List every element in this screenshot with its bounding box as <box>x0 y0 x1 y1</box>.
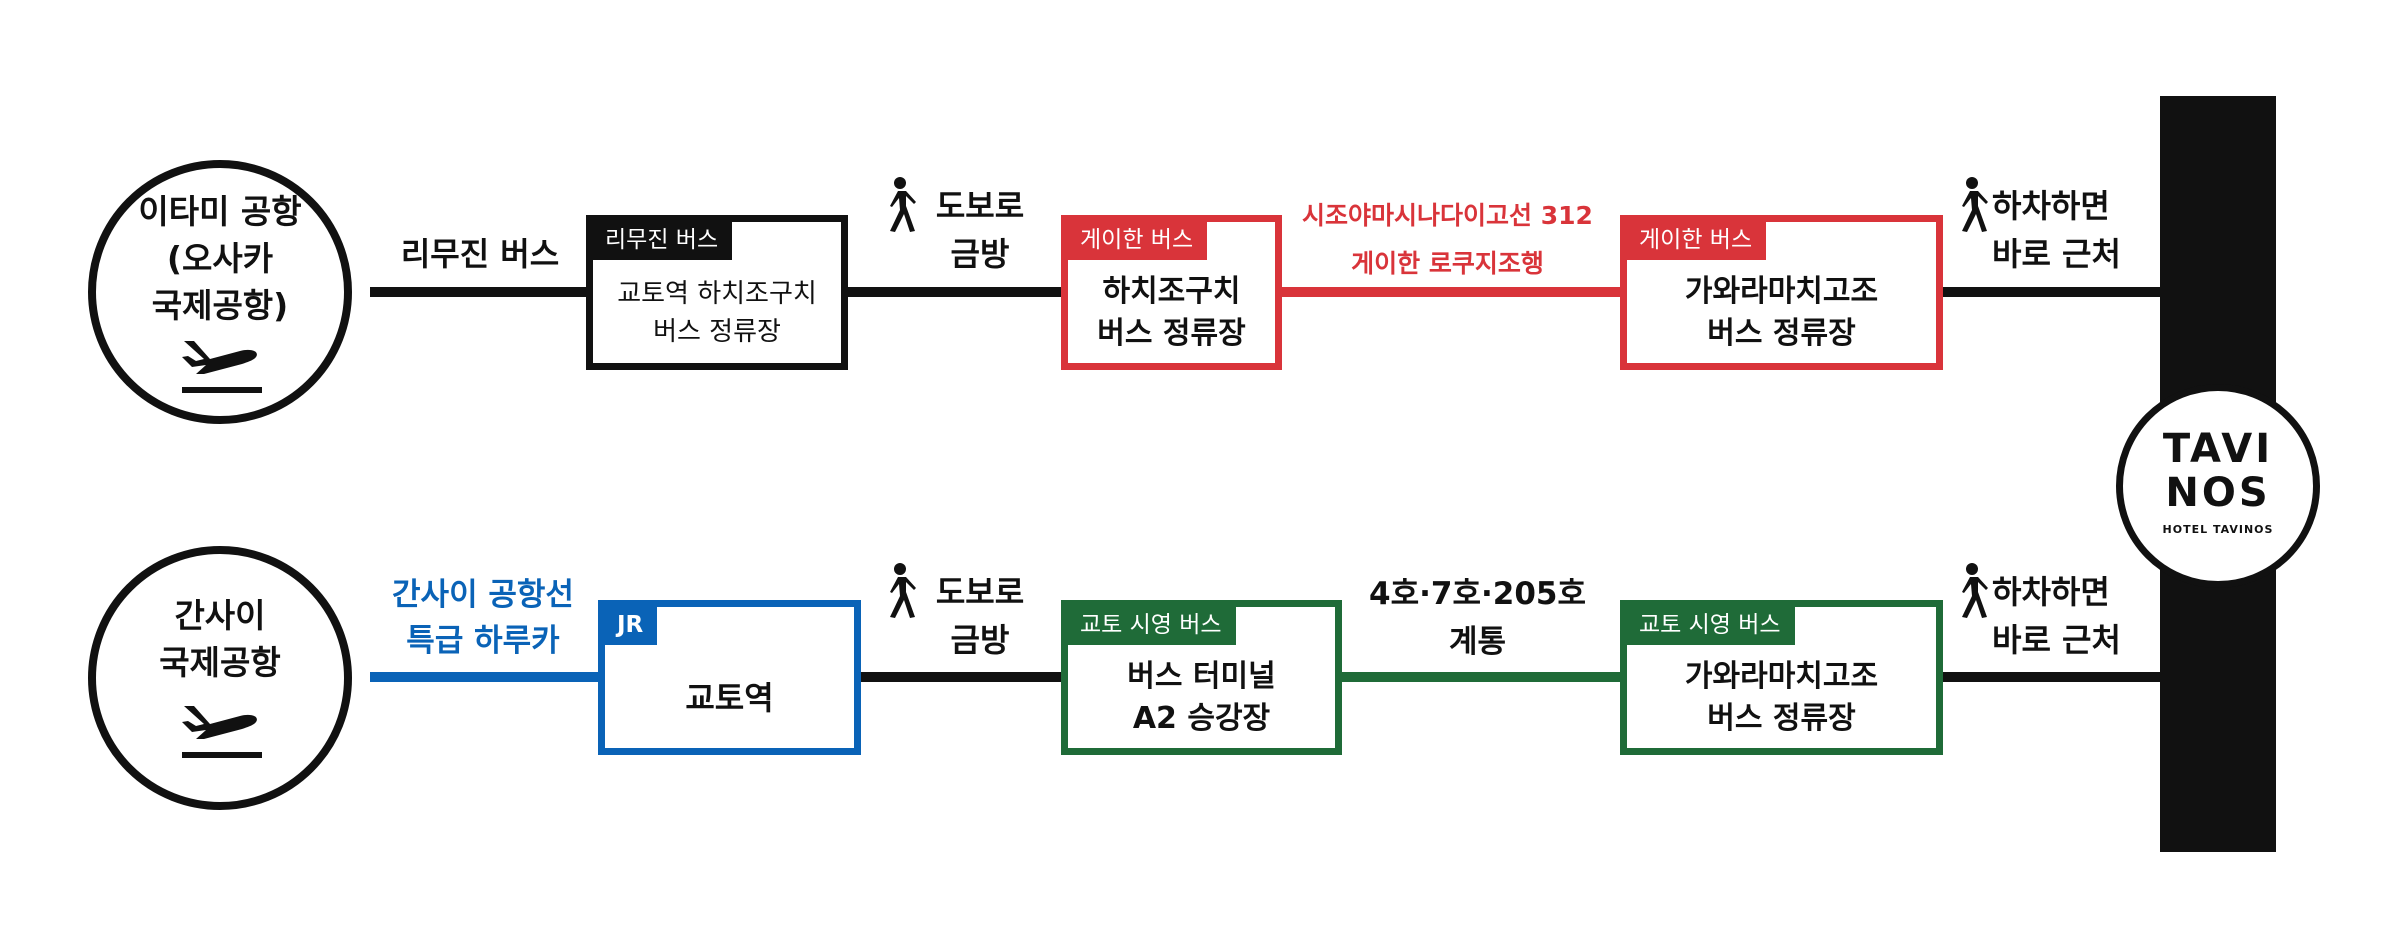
route1-seg2-label: 시조야마시나다이고선 312 게이한 로쿠지조행 <box>1302 201 1593 278</box>
route1-airport: 이타미 공항 (오사카 국제공항) <box>88 160 352 424</box>
route1-line-walk2 <box>1935 287 2165 297</box>
walking-person-icon <box>1962 177 1988 232</box>
hotel-logo-line2: NOS <box>2165 470 2271 516</box>
route1-stop3-name: 가와라마치고조 버스 정류장 <box>1684 273 1879 351</box>
route1-stop2-tag: 게이한 버스 <box>1068 222 1208 260</box>
route2-stop1-box: JR 교토역 <box>598 600 861 755</box>
hotel-logo-line1: TAVI <box>2162 426 2274 472</box>
walking-person-icon <box>1962 563 1988 618</box>
airplane-departure-icon <box>182 341 262 393</box>
route2-walk1-label: 도보로 금방 <box>935 573 1025 659</box>
hotel-tavinos-logo: TAVI NOS HOTEL TAVINOS <box>2116 384 2320 588</box>
route2-line-walk1 <box>855 672 1070 682</box>
route2-line-citybus <box>1330 672 1625 682</box>
route1-walk1-label: 도보로 금방 <box>935 187 1025 273</box>
route1-line-walk1 <box>840 287 1065 297</box>
route2-stop1-name: 교토역 <box>685 678 774 717</box>
route2-stop1-tag: JR <box>605 607 658 645</box>
route2-seg1-label: 간사이 공항선 특급 하루카 <box>392 577 574 659</box>
route2-stop2-tag: 교토 시영 버스 <box>1068 607 1236 645</box>
walking-person-icon <box>890 563 916 618</box>
route2-stop3-name: 가와라마치고조 버스 정류장 <box>1684 658 1879 736</box>
route2-airport: 간사이 국제공항 <box>88 546 352 810</box>
route2-stop2-box: 교토 시영 버스 버스 터미널 A2 승강장 <box>1061 600 1342 755</box>
route1-stop1-tag: 리무진 버스 <box>593 222 733 260</box>
airplane-departure-icon <box>182 706 262 758</box>
route1-line-keihan <box>1270 287 1625 297</box>
route1-seg1-label: 리무진 버스 <box>400 235 560 273</box>
route2-stop3-box: 교토 시영 버스 가와라마치고조 버스 정류장 <box>1620 600 1943 755</box>
walking-person-icon <box>890 177 916 232</box>
route2-stop2-name: 버스 터미널 A2 승강장 <box>1127 658 1276 736</box>
route2-stop3-tag: 교토 시영 버스 <box>1627 607 1795 645</box>
route2-line-haruka <box>370 672 610 682</box>
route1-stop1-name: 교토역 하치조구치 버스 정류장 <box>617 278 817 347</box>
route1-stop2-name: 하치조구치 버스 정류장 <box>1097 273 1246 351</box>
route1-airport-name: 이타미 공항 (오사카 국제공항) <box>138 192 302 325</box>
route2-airport-name: 간사이 국제공항 <box>159 596 281 682</box>
route1-stop1-box: 리무진 버스 교토역 하치조구치 버스 정류장 <box>586 215 848 370</box>
hotel-logo-sub: HOTEL TAVINOS <box>2162 523 2274 536</box>
route2-walk2-label: 하차하면 바로 근처 <box>1992 573 2121 659</box>
route1-stop3-box: 게이한 버스 가와라마치고조 버스 정류장 <box>1620 215 1943 370</box>
route1-walk2-label: 하차하면 바로 근처 <box>1992 187 2121 273</box>
route2-line-walk2 <box>1935 672 2165 682</box>
route2-seg2-label: 4호·7호·205호 계통 <box>1369 576 1586 660</box>
route1-stop2-box: 게이한 버스 하치조구치 버스 정류장 <box>1061 215 1282 370</box>
route1-line-limousine <box>370 287 590 297</box>
route1-stop3-tag: 게이한 버스 <box>1627 222 1767 260</box>
